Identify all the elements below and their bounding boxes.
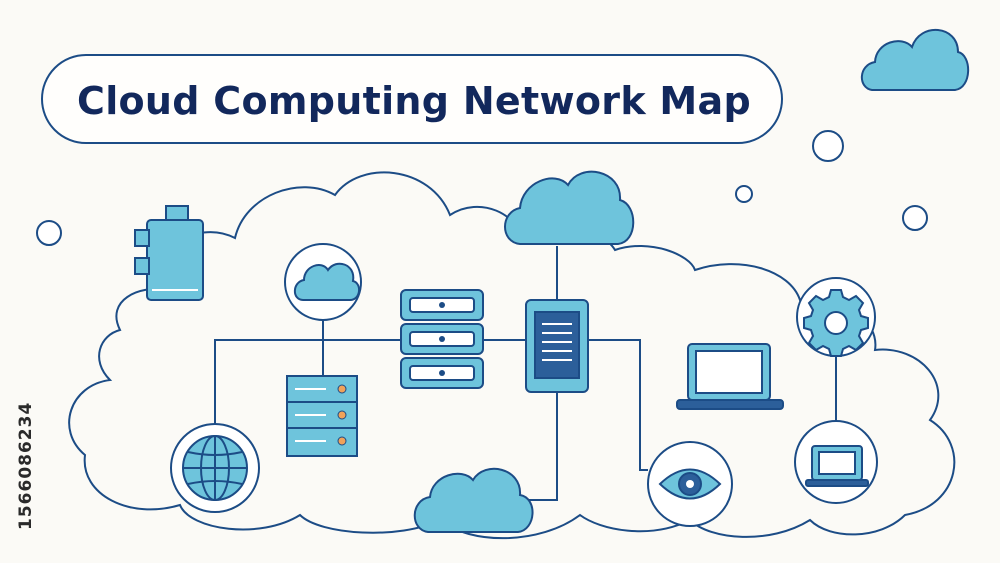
gear-icon bbox=[803, 289, 869, 357]
decor-circle bbox=[735, 185, 753, 203]
decor-circle bbox=[812, 130, 844, 162]
eye-icon bbox=[658, 468, 722, 500]
cloud-icon bbox=[413, 467, 534, 533]
database-icon bbox=[134, 205, 204, 301]
server-stack-icon bbox=[400, 289, 484, 389]
big-cloud-outline bbox=[68, 171, 956, 540]
page-title: Cloud Computing Network Map bbox=[77, 79, 751, 123]
laptop-icon bbox=[676, 343, 784, 410]
watermark-id: 1566086234 bbox=[12, 300, 42, 530]
decor-circle bbox=[36, 220, 62, 246]
globe-icon bbox=[182, 435, 248, 501]
cloud-icon bbox=[860, 29, 970, 91]
cloud-icon bbox=[293, 262, 360, 301]
tablet-icon bbox=[525, 299, 589, 393]
watermark-text: 1566086234 bbox=[16, 401, 36, 530]
cloud-icon bbox=[504, 170, 635, 245]
title-banner: Cloud Computing Network Map bbox=[41, 54, 783, 144]
decor-circle bbox=[902, 205, 928, 231]
server-rack-icon bbox=[286, 375, 358, 457]
monitor-icon bbox=[805, 445, 869, 487]
